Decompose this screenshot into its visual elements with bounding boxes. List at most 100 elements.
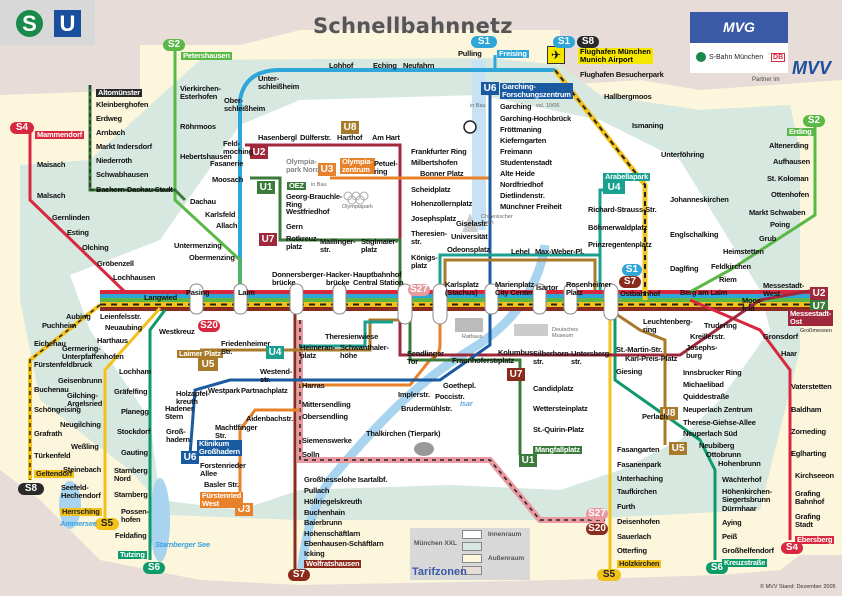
station-label[interactable]: Leienfelsstr. — [100, 312, 142, 321]
station-label[interactable]: Untermenzing — [174, 241, 222, 250]
station-label[interactable]: Scheidplatz — [411, 185, 451, 194]
station-label[interactable]: Poccistr. — [435, 392, 465, 401]
station-label[interactable]: Ostbahnhof — [620, 289, 661, 298]
station-label[interactable]: Stiglmaier- platz — [361, 237, 398, 254]
station-label[interactable]: Poing — [770, 220, 790, 229]
station-label[interactable]: Daglfing — [670, 264, 699, 273]
station-label[interactable]: Neugilching — [60, 420, 101, 429]
station-label[interactable]: Sauerlach — [617, 532, 652, 541]
station-label[interactable]: Michaelibad — [683, 380, 724, 389]
s-line-badge[interactable]: S7 — [619, 276, 641, 288]
s-line-badge[interactable]: S1 — [553, 36, 575, 48]
station-label[interactable]: Josephsplatz — [411, 214, 457, 223]
station-label[interactable]: Hasenbergl — [258, 133, 297, 142]
airport-label[interactable]: Flughafen München Munich Airport — [578, 47, 653, 64]
station-label[interactable]: Mangfallplatz — [533, 445, 582, 454]
station-label[interactable]: Wettersteinplatz — [533, 404, 588, 413]
station-label[interactable]: Prinzregentenplatz — [588, 240, 652, 249]
s-line-badge[interactable]: S2 — [803, 115, 825, 127]
u-line-badge[interactable]: U4 — [266, 346, 284, 359]
station-label[interactable]: Lehel — [511, 247, 530, 256]
station-label[interactable]: Erdweg — [96, 114, 122, 123]
station-label[interactable]: Fröttmaning — [500, 125, 542, 134]
station-label[interactable]: Basler Str. — [204, 480, 239, 489]
station-label[interactable]: Flughafen Besucherpark — [580, 70, 664, 79]
station-label[interactable]: Kirchseeon — [795, 471, 834, 480]
station-label[interactable]: Grafing Stadt — [795, 512, 821, 529]
station-label[interactable]: Stockdorf — [117, 427, 151, 436]
s-line-badge[interactable]: S2 — [163, 39, 185, 51]
station-label[interactable]: Neuperlach Süd — [683, 429, 738, 438]
station-label[interactable]: Sendlinger Tor — [407, 349, 444, 366]
station-label[interactable]: Implerstr. — [398, 390, 430, 399]
station-label[interactable]: Westend- str. — [260, 367, 293, 384]
station-label[interactable]: Feldkirchen — [711, 262, 751, 271]
station-label[interactable]: Neuperlach Zentrum — [683, 405, 753, 414]
station-label[interactable]: Markt Schwaben — [749, 208, 806, 217]
station-label[interactable]: Feldafing — [115, 531, 147, 540]
station-label[interactable]: Mammendorf — [35, 130, 85, 139]
station-label[interactable]: Böhmerwaldplatz — [588, 223, 648, 232]
s-line-badge[interactable]: S20 — [586, 523, 608, 535]
station-label[interactable]: Perlach — [642, 412, 668, 421]
station-label[interactable]: Ismaning — [632, 121, 664, 130]
station-label[interactable]: Odeonsplatz — [447, 245, 490, 254]
station-label[interactable]: Starnberg — [114, 490, 148, 499]
station-label[interactable]: Universität — [451, 232, 488, 241]
station-label[interactable]: Vaterstetten — [791, 382, 832, 391]
station-label[interactable]: Studentenstadt — [500, 158, 552, 167]
station-label[interactable]: Holzkirchen — [617, 559, 662, 568]
station-label[interactable]: Langwied — [144, 293, 177, 302]
station-label[interactable]: Arabellapark — [603, 172, 651, 181]
u-line-badge[interactable]: U7 — [507, 368, 525, 381]
station-label[interactable]: Feld- moching — [223, 139, 253, 156]
u-line-badge[interactable]: U3 — [318, 163, 336, 176]
s-line-badge[interactable]: S4 — [781, 542, 803, 554]
station-label[interactable]: Hallbergmoos — [604, 92, 652, 101]
station-label[interactable]: Olympia- park Nord — [286, 157, 320, 174]
station-label[interactable]: Garching-Hochbrück — [500, 114, 571, 123]
station-label[interactable]: Nordfriedhof — [500, 180, 544, 189]
station-label[interactable]: Seefeld- Hechendorf — [61, 483, 101, 500]
station-label[interactable]: Altenerding — [769, 141, 809, 150]
station-label[interactable]: Starnberg Nord — [114, 466, 148, 483]
u-line-badge[interactable]: U4 — [603, 181, 625, 194]
station-label[interactable]: Brudermühlstr. — [401, 404, 452, 413]
station-label[interactable]: Kreillerstr. — [690, 332, 725, 341]
station-label[interactable]: Theresienwiese — [325, 332, 379, 341]
station-label[interactable]: Unterhaching — [617, 474, 663, 483]
station-label[interactable]: Gilching- Argelsried — [67, 391, 103, 408]
station-label[interactable]: Innsbrucker Ring — [683, 368, 742, 377]
station-label[interactable]: Röhrmoos — [180, 122, 216, 131]
station-label[interactable]: Schwabhausen — [96, 170, 149, 179]
station-label[interactable]: Ober- schleißheim — [224, 96, 266, 113]
station-label[interactable]: Kreuzstraße — [722, 558, 768, 567]
station-label[interactable]: Peiß — [722, 532, 738, 541]
station-label[interactable]: Höllriegelskreuth — [304, 497, 362, 506]
station-label[interactable]: Türkenfeld — [34, 451, 71, 460]
station-label[interactable]: Tutzing — [118, 550, 147, 559]
station-label[interactable]: Geisenbrunn — [58, 376, 103, 385]
station-label[interactable]: Thalkirchen (Tierpark) — [366, 429, 441, 438]
station-label[interactable]: Fasanenpark — [617, 460, 662, 469]
station-label[interactable]: Buchenhain — [304, 508, 345, 517]
station-label[interactable]: Ottenhofen — [771, 190, 809, 199]
station-label[interactable]: Grafrath — [34, 429, 62, 438]
station-label[interactable]: Isartor — [536, 283, 558, 292]
station-label[interactable]: Obersendling — [302, 412, 348, 421]
station-label[interactable]: Bachern — [96, 185, 125, 194]
s-line-badge[interactable]: S5 — [95, 518, 119, 530]
station-label[interactable]: Mittersendling — [302, 400, 351, 409]
station-label[interactable]: Goethepl. — [443, 381, 476, 390]
station-label[interactable]: Siemenswerke — [302, 436, 352, 445]
station-label[interactable]: Max-Weber-Pl. — [535, 247, 584, 256]
station-label[interactable]: Holzapfel- kreuth — [176, 389, 210, 406]
station-label[interactable]: Maisach — [37, 160, 66, 169]
s-line-badge[interactable]: S1 — [622, 264, 642, 276]
station-label[interactable]: Theresien- str. — [411, 229, 447, 246]
station-label[interactable]: Dülferstr. — [300, 133, 331, 142]
station-label[interactable]: Wolfratshausen — [304, 559, 362, 568]
station-label[interactable]: Messestadt- Ost — [788, 309, 834, 326]
station-label[interactable]: Unter- schleißheim — [258, 74, 300, 91]
s-line-badge[interactable]: S1 — [471, 36, 497, 48]
